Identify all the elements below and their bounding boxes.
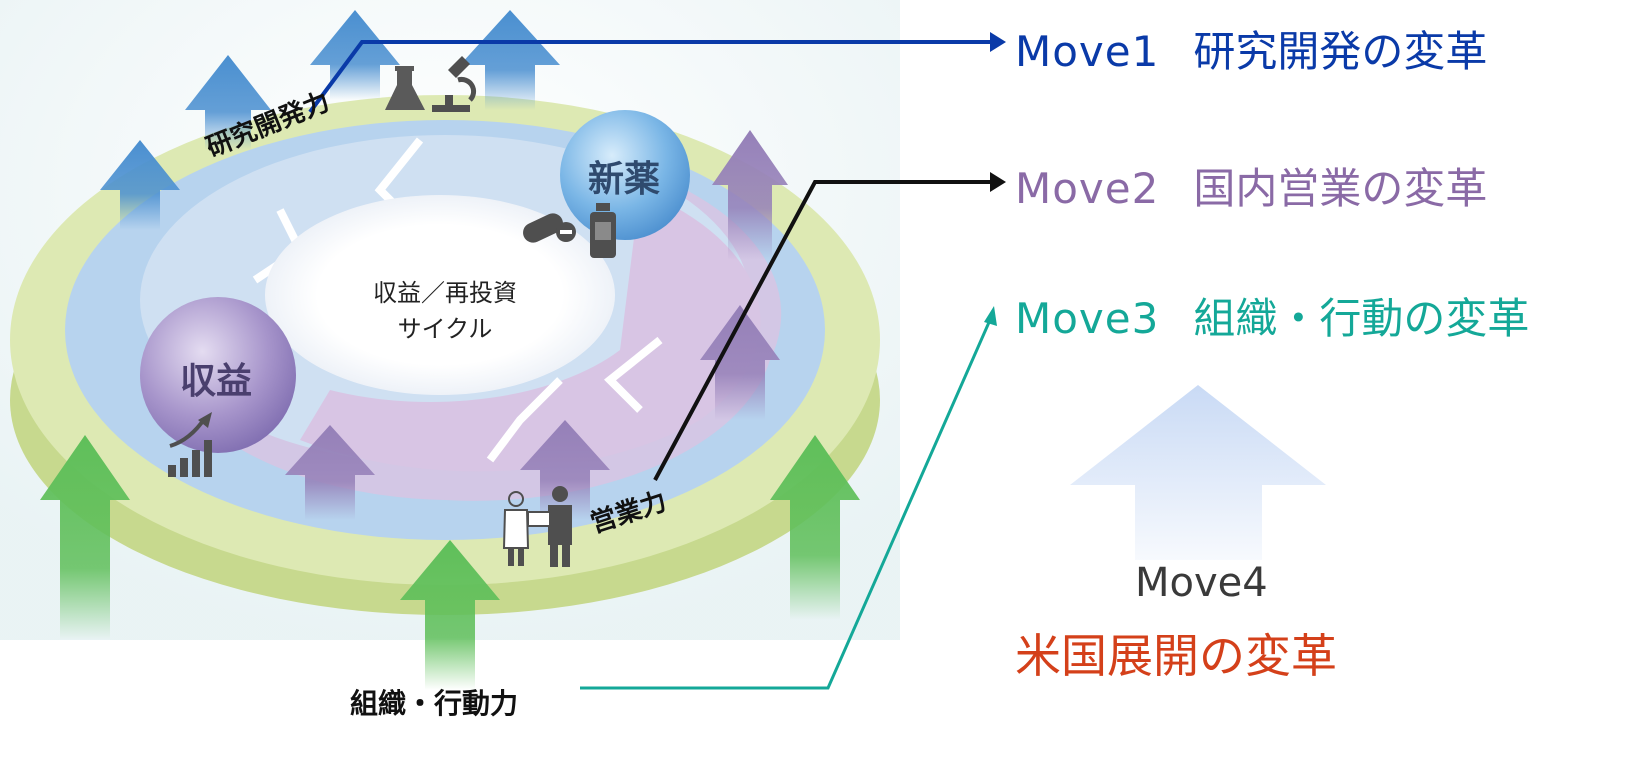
move2-connector bbox=[653, 180, 990, 481]
move2-title: 国内営業の変革 bbox=[1193, 164, 1488, 213]
cycle-chevron bbox=[604, 336, 663, 413]
up-arrow bbox=[460, 10, 560, 110]
new-drug-sphere bbox=[560, 110, 690, 240]
rd-arrows bbox=[100, 10, 560, 230]
up-arrow bbox=[520, 420, 610, 520]
org-arrows bbox=[40, 435, 860, 690]
move3-title: 組織・行動の変革 bbox=[1193, 294, 1530, 343]
new-drug-label: 新薬 bbox=[588, 159, 661, 200]
up-arrow bbox=[310, 10, 400, 100]
microscope-icon bbox=[432, 56, 477, 112]
pill-icon bbox=[523, 213, 576, 243]
move1-title: 研究開発の変革 bbox=[1193, 27, 1488, 76]
move3-item: Move3 組織・行動の変革 bbox=[1015, 285, 1529, 346]
cycle-center-line1: 収益／再投資 bbox=[373, 279, 517, 307]
up-arrow bbox=[285, 425, 375, 520]
cycle-center-text: 収益／再投資 サイクル bbox=[360, 275, 530, 347]
up-arrow bbox=[770, 435, 860, 620]
move4-title: 米国展開の変革 bbox=[1015, 629, 1337, 683]
move2-item: Move2 国内営業の変革 bbox=[1015, 155, 1487, 216]
move3-connector bbox=[580, 319, 992, 690]
move1-item: Move1 研究開発の変革 bbox=[1015, 18, 1487, 79]
move4-arrow bbox=[1070, 385, 1326, 560]
move1-arrowhead bbox=[990, 32, 1006, 52]
revenue-label: 収益 bbox=[180, 361, 253, 402]
move2-label: Move2 bbox=[1015, 164, 1160, 213]
medicine-bottle-icon bbox=[590, 203, 616, 258]
cycle-chevron bbox=[486, 377, 563, 463]
move1-label: Move1 bbox=[1015, 27, 1160, 76]
sales-arrows bbox=[285, 130, 788, 520]
revenue-sphere bbox=[140, 297, 296, 453]
growth-chart-icon bbox=[168, 412, 212, 477]
cycle-ring-purple bbox=[300, 190, 761, 472]
move2-arrowhead bbox=[990, 172, 1006, 192]
cycle-center-line2: サイクル bbox=[397, 315, 493, 343]
move3-label: Move3 bbox=[1015, 294, 1160, 343]
org-capability-label: 組織・行動力 bbox=[350, 687, 519, 720]
up-arrow bbox=[712, 130, 788, 260]
people-icon bbox=[502, 486, 572, 567]
up-arrow bbox=[40, 435, 130, 640]
up-arrow bbox=[100, 140, 180, 230]
up-arrow bbox=[700, 305, 780, 420]
move1-connector bbox=[308, 40, 990, 114]
move4-label: Move4 bbox=[1135, 560, 1268, 606]
flask-icon bbox=[385, 66, 425, 110]
up-arrow bbox=[400, 540, 500, 690]
up-arrow bbox=[185, 55, 271, 150]
move3-arrowhead bbox=[984, 306, 997, 326]
cycle-center bbox=[265, 195, 615, 395]
